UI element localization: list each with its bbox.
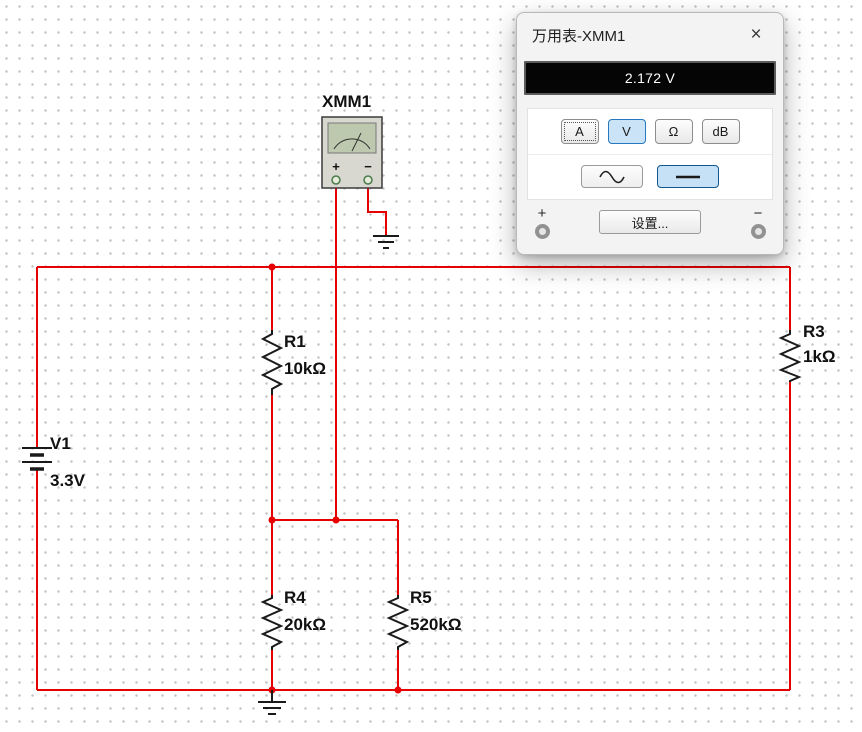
positive-terminal-label: +: [537, 205, 547, 222]
settings-button[interactable]: 设置...: [599, 210, 701, 234]
component-value-label: 1kΩ: [803, 347, 836, 366]
multimeter-dialog: 万用表-XMM1 × 2.172 V A V Ω dB: [516, 12, 784, 255]
mode-button-row: A V Ω dB: [528, 109, 772, 155]
negative-terminal-label: −: [753, 205, 763, 222]
terminal-row: + 设置... −: [517, 200, 783, 239]
dialog-title: 万用表-XMM1: [532, 27, 626, 45]
ground-symbol[interactable]: [258, 690, 286, 715]
meter-scale-arc: [333, 138, 371, 150]
wire-meter-negative-lead[interactable]: [367, 186, 387, 236]
controls-panel: A V Ω dB: [527, 108, 773, 200]
dialog-titlebar[interactable]: 万用表-XMM1 ×: [517, 13, 783, 57]
measurement-display: 2.172 V: [524, 61, 776, 95]
multimeter-instrument-icon[interactable]: XMM1 + −: [321, 92, 383, 189]
instrument-ref-label: XMM1: [322, 92, 371, 111]
component-value-label: 520kΩ: [410, 615, 461, 634]
straight-line-icon: [676, 175, 700, 178]
junction-dot: [394, 686, 402, 694]
ac-mode-button[interactable]: [581, 165, 643, 188]
positive-pin-label: +: [332, 159, 340, 174]
component-r1-resistor[interactable]: R1 10kΩ: [260, 330, 326, 395]
meter-needle-icon: [351, 132, 362, 152]
measurement-reading: 2.172 V: [624, 70, 676, 86]
junction-dot: [268, 263, 276, 271]
component-r4-resistor[interactable]: R4 20kΩ: [260, 588, 326, 650]
dc-mode-button[interactable]: [657, 165, 719, 188]
component-ref-label: R3: [803, 322, 825, 341]
component-ref-label: V1: [50, 434, 71, 453]
mode-button-db[interactable]: dB: [701, 119, 740, 144]
signal-button-row: [528, 155, 772, 199]
close-icon[interactable]: ×: [739, 20, 773, 50]
mode-button-ampere[interactable]: A: [560, 119, 599, 144]
ground-symbol[interactable]: [373, 235, 399, 249]
component-ref-label: R4: [284, 588, 306, 607]
positive-terminal[interactable]: [534, 224, 550, 239]
positive-pin-terminal[interactable]: [331, 175, 341, 185]
negative-terminal[interactable]: [750, 224, 766, 239]
component-ref-label: R5: [410, 588, 432, 607]
mode-button-ohm[interactable]: Ω: [654, 119, 693, 144]
junction-dot: [332, 516, 340, 524]
component-r3-resistor[interactable]: R3 1kΩ: [778, 322, 836, 382]
sine-wave-icon: [599, 170, 625, 183]
mode-button-volt[interactable]: V: [607, 119, 646, 144]
meter-face: [327, 122, 377, 154]
component-value-label: 3.3V: [50, 471, 86, 490]
negative-pin-terminal[interactable]: [363, 175, 373, 185]
component-v1-dc-source[interactable]: V1 3.3V: [22, 434, 86, 490]
component-r5-resistor[interactable]: R5 520kΩ: [386, 588, 461, 650]
negative-pin-label: −: [364, 159, 372, 174]
junction-dot: [268, 516, 276, 524]
component-ref-label: R1: [284, 332, 306, 351]
component-value-label: 20kΩ: [284, 615, 326, 634]
component-value-label: 10kΩ: [284, 359, 326, 378]
